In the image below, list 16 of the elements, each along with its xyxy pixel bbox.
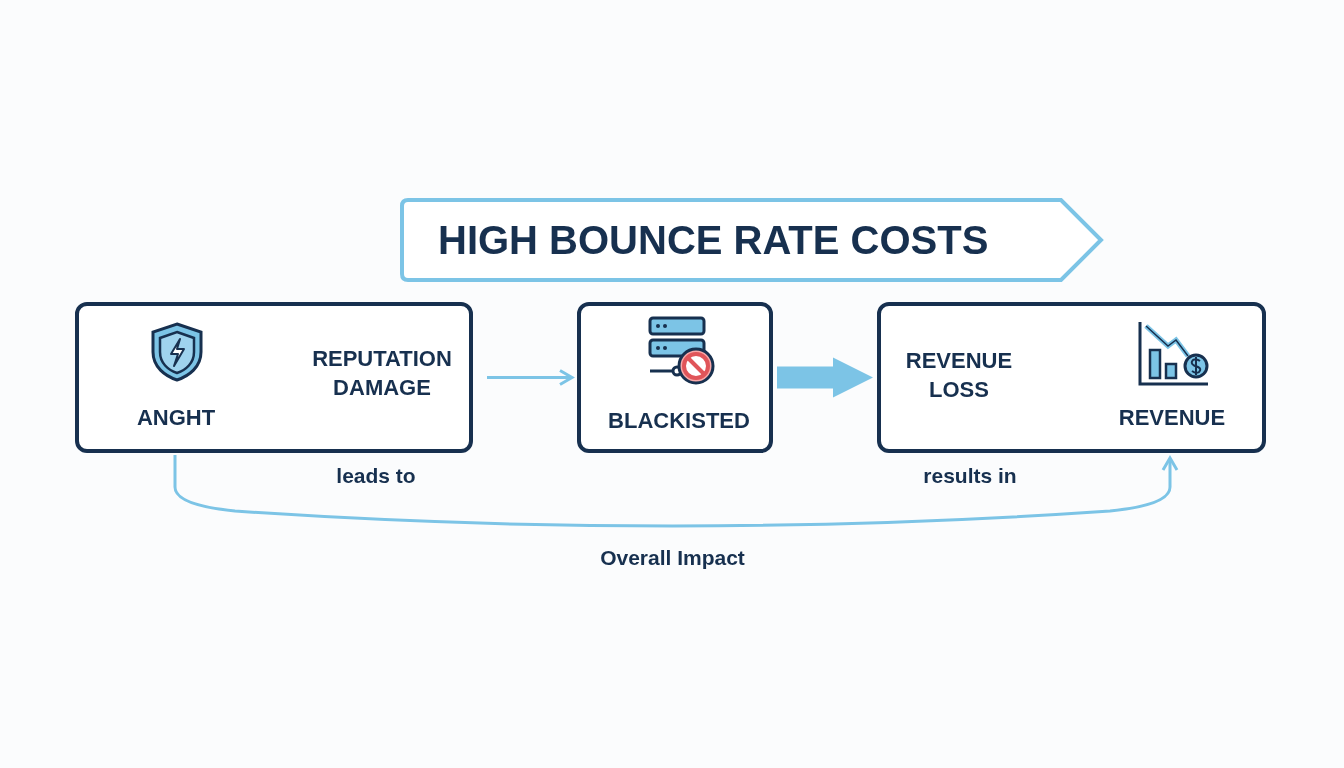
arrow	[173, 455, 1179, 528]
box-label: BLACKISTED	[607, 406, 751, 435]
note-text: results in	[923, 464, 1017, 488]
arrow	[777, 357, 873, 398]
banner-title: HIGH BOUNCE RATE COSTS	[438, 216, 989, 264]
box-label: REVENUE LOSS	[904, 347, 1014, 404]
arrow	[487, 369, 574, 386]
note-text: leads to	[336, 464, 416, 488]
box-label: ANGHT	[135, 403, 217, 432]
process-box	[577, 302, 773, 453]
box-label: REVENUE	[1117, 403, 1227, 432]
process-box	[877, 302, 1266, 453]
edge-label: Overall Impact	[600, 546, 745, 570]
title-banner	[400, 198, 1103, 282]
process-box	[75, 302, 473, 453]
box-label: REPUTATION DAMAGE	[311, 345, 453, 402]
